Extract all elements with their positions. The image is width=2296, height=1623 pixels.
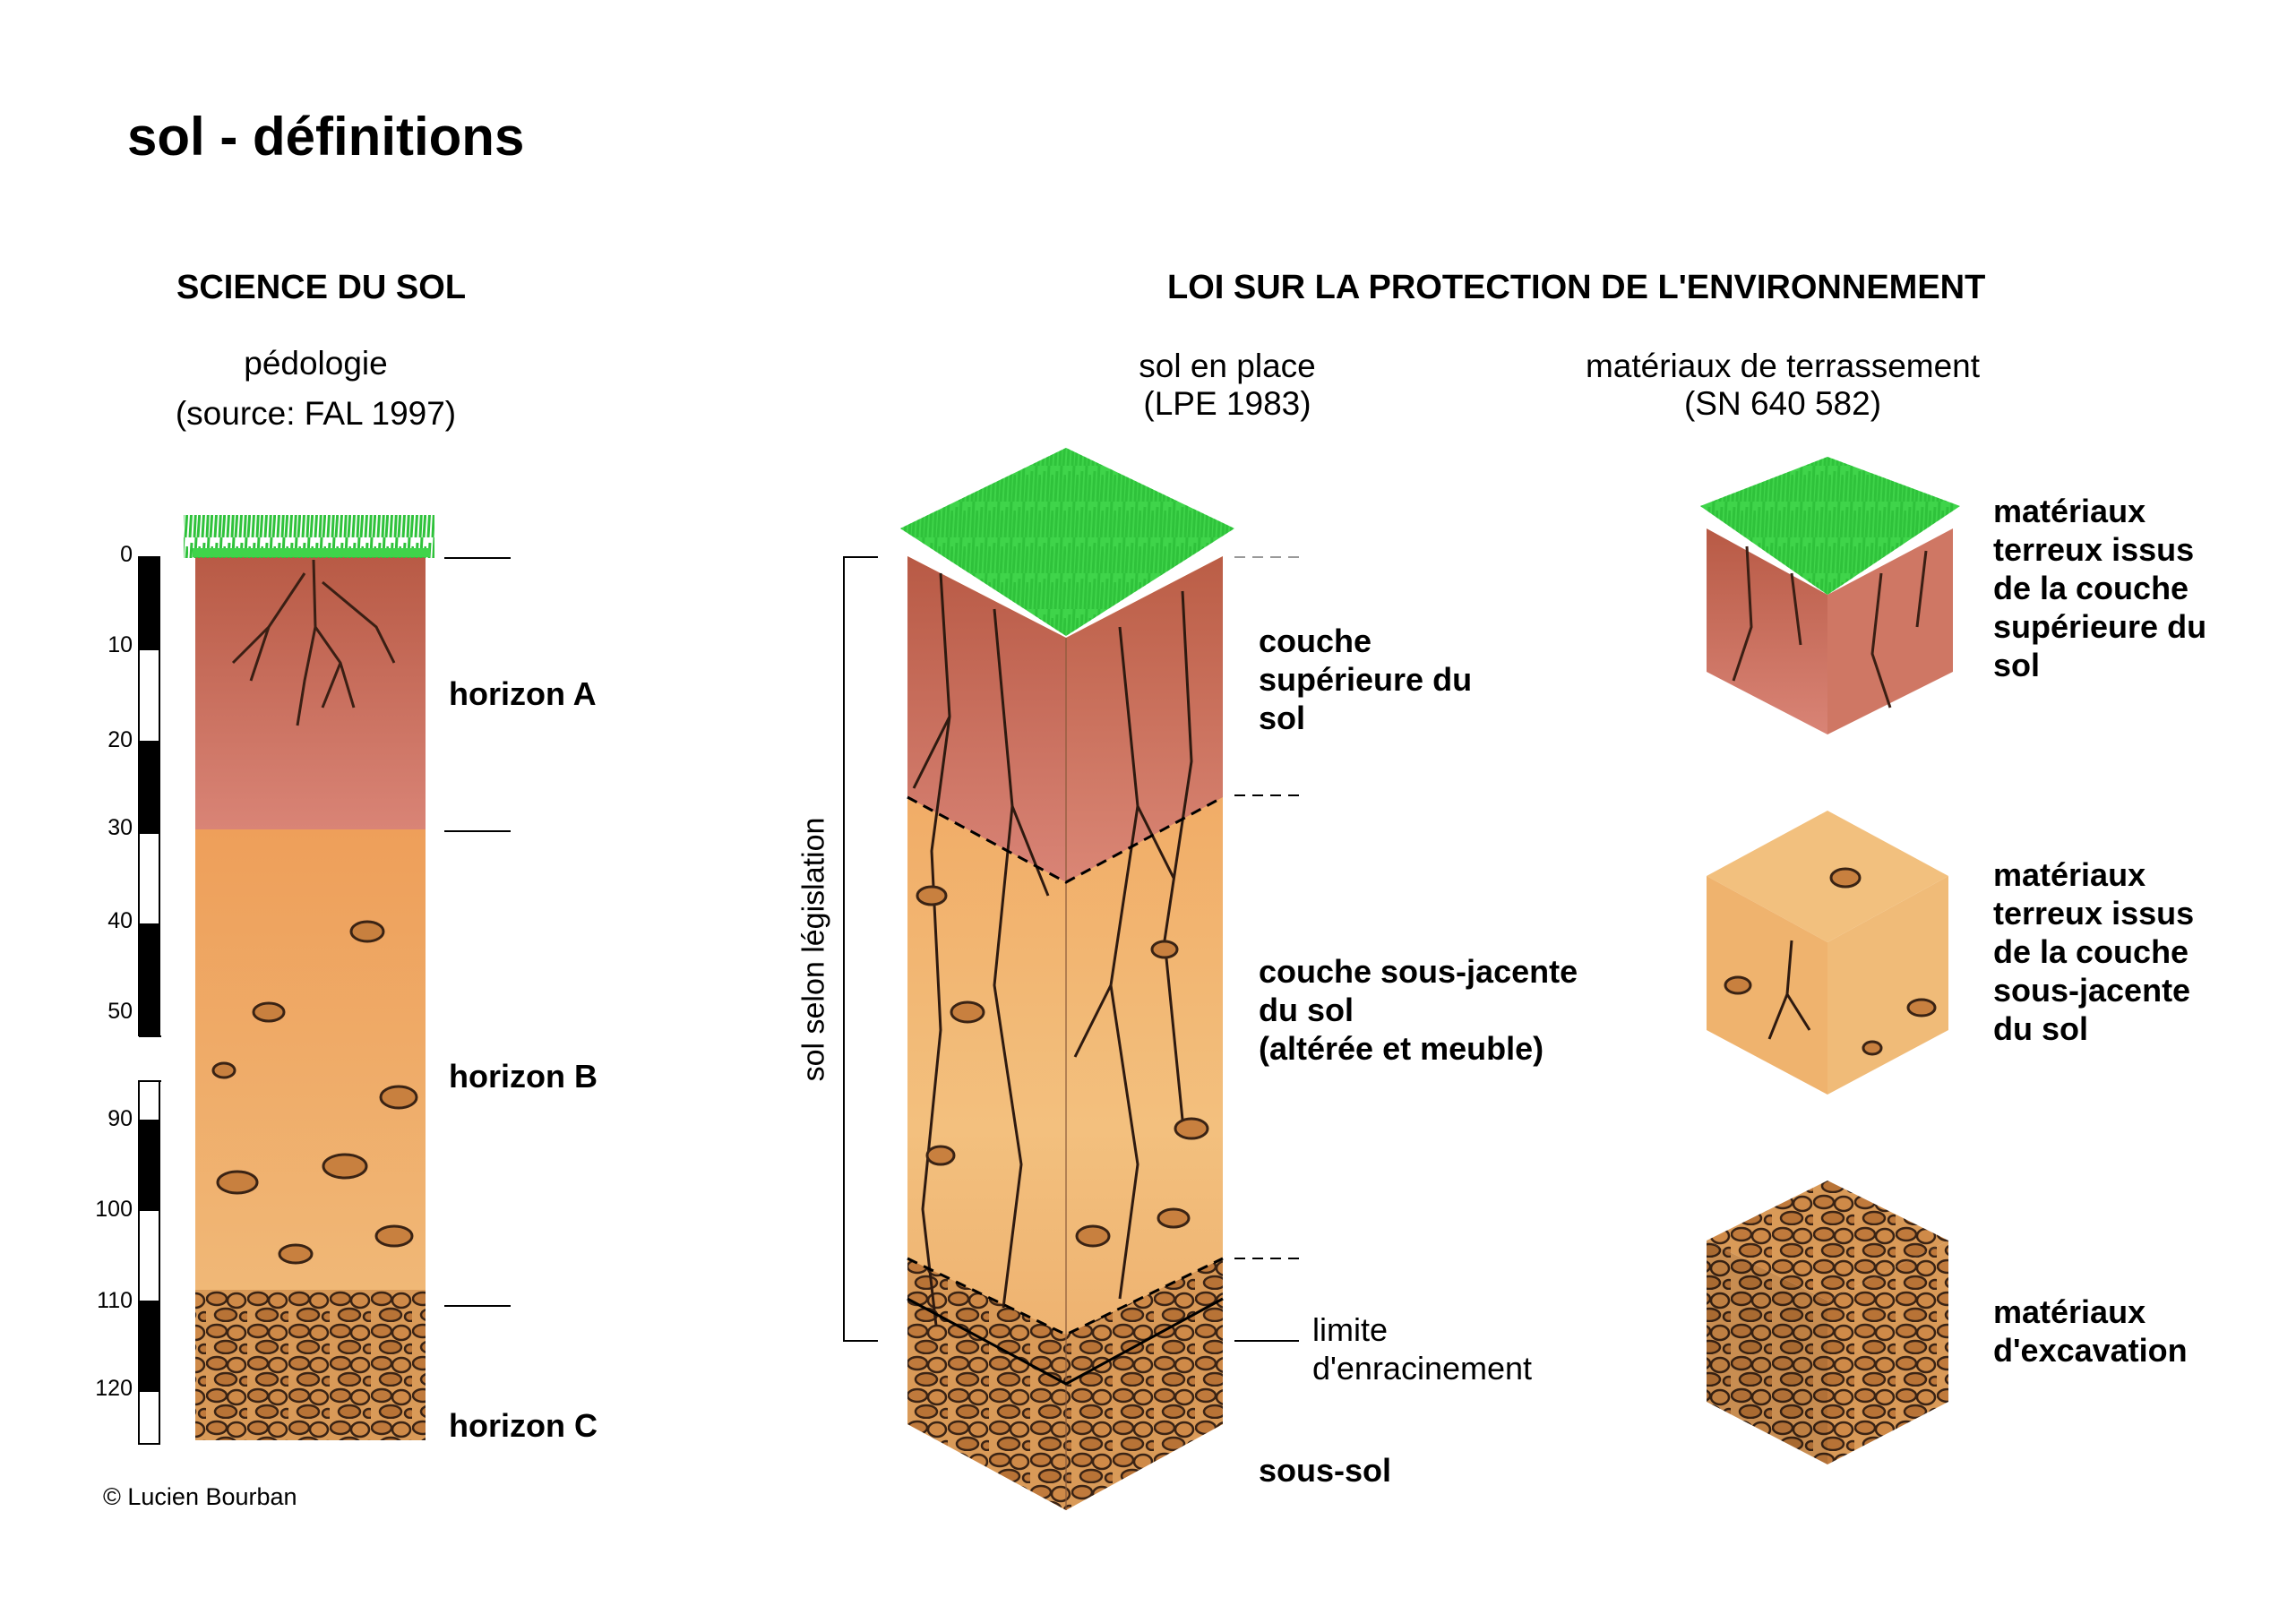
tick-label: 100 bbox=[95, 1197, 133, 1222]
tick-label: 40 bbox=[107, 908, 133, 933]
label-line: d'excavation bbox=[1993, 1332, 2188, 1369]
tick-label: 20 bbox=[107, 727, 133, 752]
horizon-a-label: horizon A bbox=[449, 675, 597, 712]
label-materiaux-top: matériaux terreux issus de la couche sup… bbox=[1993, 492, 2206, 684]
label-line: terreux issus bbox=[1993, 531, 2195, 568]
tick-label: 50 bbox=[107, 999, 133, 1024]
label-line: (altérée et meuble) bbox=[1259, 1030, 1544, 1067]
label-top-layer: couche supérieure du sol bbox=[1259, 622, 1472, 737]
label-materiaux-excavation: matériaux d'excavation bbox=[1993, 1292, 2188, 1370]
subtitle-pedologie: pédologie bbox=[244, 345, 388, 382]
label-line: matériaux bbox=[1993, 493, 2146, 529]
tick-label: 30 bbox=[107, 815, 133, 840]
subtitle-sol-en-place: sol en place bbox=[1139, 348, 1316, 384]
depth-scale bbox=[136, 556, 163, 1445]
subtitle-lpe: (LPE 1983) bbox=[1143, 385, 1311, 422]
label-line: de la couche bbox=[1993, 570, 2189, 606]
soil-in-place-column bbox=[900, 448, 1299, 1510]
label-line: couche sous-jacente bbox=[1259, 953, 1578, 990]
cube-subsoil bbox=[1707, 811, 1948, 1095]
label-line: d'enracinement bbox=[1312, 1350, 1533, 1387]
label-line: du sol bbox=[1993, 1010, 2088, 1047]
label-line: du sol bbox=[1259, 992, 1354, 1028]
subtitle-sn: (SN 640 582) bbox=[1683, 385, 1882, 422]
label-line: sol bbox=[1993, 647, 2041, 683]
subtitle-source: (source: FAL 1997) bbox=[175, 395, 457, 432]
page-title: sol - définitions bbox=[127, 107, 525, 167]
heading-environment-law: LOI SUR LA PROTECTION DE L'ENVIRONNEMENT bbox=[1167, 269, 1986, 306]
cube-excavation bbox=[1707, 1181, 1948, 1464]
label-line: de la couche bbox=[1993, 933, 2189, 970]
label-line: sous-jacente bbox=[1993, 972, 2191, 1009]
heading-soil-science: SCIENCE DU SOL bbox=[176, 269, 467, 306]
tick-label: 0 bbox=[120, 542, 133, 567]
legislation-bracket bbox=[843, 556, 878, 1342]
label-line: matériaux bbox=[1993, 856, 2146, 893]
label-line: limite bbox=[1312, 1311, 1389, 1348]
label-materiaux-sub: matériaux terreux issus de la couche sou… bbox=[1993, 855, 2194, 1048]
soil-profile-column bbox=[184, 515, 511, 1440]
tick-label: 90 bbox=[107, 1106, 133, 1131]
cube-topsoil bbox=[1700, 457, 1960, 734]
label-subsoil: sous-sol bbox=[1259, 1452, 1392, 1489]
label-mid-layer: couche sous-jacente du sol (altérée et m… bbox=[1259, 952, 1578, 1068]
vertical-label-sol-legislation: sol selon législation bbox=[796, 817, 831, 1082]
tick-label: 110 bbox=[97, 1288, 133, 1313]
tick-label: 120 bbox=[95, 1376, 133, 1401]
label-root-limit: limite d'enracinement bbox=[1312, 1310, 1532, 1387]
horizon-b-label: horizon B bbox=[449, 1058, 598, 1095]
horizon-c-label: horizon C bbox=[449, 1407, 598, 1444]
label-line: couche bbox=[1259, 623, 1372, 659]
subtitle-materiaux: matériaux de terrassement bbox=[1585, 348, 1981, 384]
label-line: terreux issus bbox=[1993, 895, 2195, 932]
copyright: © Lucien Bourban bbox=[103, 1483, 297, 1510]
label-line: supérieure du bbox=[1993, 608, 2207, 645]
label-line: supérieure du bbox=[1259, 661, 1473, 698]
label-line: matériaux bbox=[1993, 1293, 2146, 1330]
tick-label: 10 bbox=[107, 632, 133, 657]
label-line: sol bbox=[1259, 700, 1306, 736]
